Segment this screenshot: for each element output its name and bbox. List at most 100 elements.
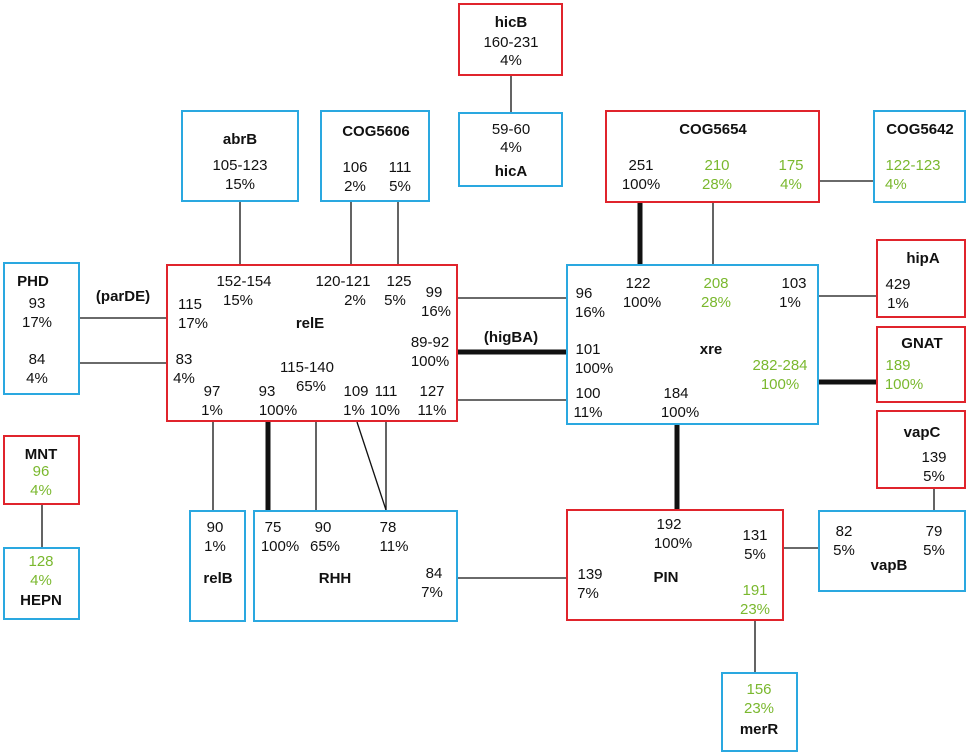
relE-111-residues: 111 — [374, 383, 398, 400]
relE-125-percent: 5% — [384, 292, 406, 309]
rhh-90-residues: 90 — [314, 519, 332, 536]
xre-208-residues: 208 — [703, 275, 729, 292]
relE-83-percent: 4% — [173, 370, 195, 387]
cog5606-a-percent: 2% — [344, 178, 366, 195]
hipA-residues: 429 — [885, 276, 911, 293]
hicB-residues: 160-231 — [483, 34, 539, 51]
relB-box: 90 1% relB — [189, 510, 246, 622]
hepn-percent: 4% — [30, 572, 52, 589]
relE-115-140-percent: 65% — [295, 378, 327, 395]
relE-120-percent: 2% — [344, 292, 366, 309]
relE-115-percent: 17% — [177, 315, 209, 332]
rhh-84-percent: 7% — [421, 584, 443, 601]
xre-122-residues: 122 — [625, 275, 651, 292]
merR-residues: 156 — [746, 681, 772, 698]
hipA-box: hipA 429 1% — [876, 239, 966, 318]
abrB-box: abrB 105-123 15% — [181, 110, 299, 202]
link-relE-rhh-diag — [356, 421, 387, 511]
relE-box: 152-154 15% 120-121 2% 125 5% 99 16% 115… — [166, 264, 458, 422]
relB-percent: 1% — [204, 538, 226, 555]
xre-96-percent: 16% — [574, 304, 606, 321]
vapB-a-percent: 5% — [833, 542, 855, 559]
merR-label: merR — [739, 721, 779, 738]
vapC-residues: 139 — [921, 449, 947, 466]
pin-139-percent: 7% — [577, 585, 599, 602]
cog5654-box: COG5654 251 100% 210 28% 175 4% — [605, 110, 820, 203]
relE-93-residues: 93 — [258, 383, 276, 400]
cog5606-b-percent: 5% — [389, 178, 411, 195]
pin-191-residues: 191 — [742, 582, 768, 599]
relE-label: relE — [295, 315, 325, 332]
relE-99-percent: 16% — [420, 303, 452, 320]
vapB-b-residues: 79 — [925, 523, 943, 540]
abrB-percent: 15% — [224, 176, 256, 193]
mnt-box: MNT 96 4% — [3, 435, 80, 505]
relE-109-percent: 1% — [343, 402, 365, 419]
pin-131-residues: 131 — [742, 527, 768, 544]
mnt-percent: 4% — [30, 482, 52, 499]
relB-label: relB — [203, 570, 233, 587]
phd-b-residues: 84 — [28, 351, 46, 368]
cog5654-b-percent: 28% — [701, 176, 733, 193]
phd-a-percent: 17% — [21, 314, 53, 331]
cog5654-c-residues: 175 — [778, 157, 804, 174]
xre-101-residues: 101 — [575, 341, 601, 358]
relE-127-percent: 11% — [417, 402, 447, 419]
xre-282-residues: 282-284 — [752, 357, 808, 374]
relE-152-percent: 15% — [222, 292, 254, 309]
xre-184-residues: 184 — [663, 385, 689, 402]
hicB-percent: 4% — [500, 52, 522, 69]
cog5606-box: COG5606 106 2% 111 5% — [320, 110, 430, 202]
relE-89-residues: 89-92 — [410, 334, 450, 351]
mnt-residues: 96 — [32, 463, 50, 480]
vapB-b-percent: 5% — [923, 542, 945, 559]
mnt-label: MNT — [24, 446, 58, 463]
pin-191-percent: 23% — [739, 601, 771, 618]
cog5642-residues: 122-123 — [885, 157, 941, 174]
relE-125-residues: 125 — [386, 273, 412, 290]
relE-127-residues: 127 — [419, 383, 445, 400]
xre-184-percent: 100% — [660, 404, 700, 421]
xre-103-percent: 1% — [779, 294, 801, 311]
pin-box: 192 100% 131 5% 139 7% PIN 191 23% — [566, 509, 784, 621]
relB-residues: 90 — [206, 519, 224, 536]
xre-208-percent: 28% — [700, 294, 732, 311]
relE-109-residues: 109 — [343, 383, 369, 400]
xre-100-residues: 100 — [575, 385, 601, 402]
pin-139-residues: 139 — [577, 566, 603, 583]
rhh-box: 75 100% 90 65% 78 11% RHH 84 7% — [253, 510, 458, 622]
merR-percent: 23% — [743, 700, 775, 717]
relE-83-residues: 83 — [175, 351, 193, 368]
relE-120-residues: 120-121 — [315, 273, 371, 290]
hicB-box: hicB 160-231 4% — [458, 3, 563, 76]
rhh-78-residues: 78 — [379, 519, 397, 536]
cog5654-a-residues: 251 — [628, 157, 654, 174]
vapC-label: vapC — [903, 424, 941, 441]
gnat-residues: 189 — [885, 357, 911, 374]
hicA-percent: 4% — [500, 139, 522, 156]
phd-box: PHD 93 17% 84 4% — [3, 262, 80, 395]
xre-101-percent: 100% — [574, 360, 614, 377]
xre-96-residues: 96 — [575, 285, 593, 302]
hipA-percent: 1% — [887, 295, 909, 312]
rhh-90-percent: 65% — [309, 538, 341, 555]
relE-97-residues: 97 — [203, 383, 221, 400]
cog5606-b-residues: 111 — [388, 159, 412, 176]
hepn-box: 128 4% HEPN — [3, 547, 80, 620]
hepn-residues: 128 — [28, 553, 54, 570]
xre-box: 96 16% 122 100% 208 28% 103 1% 101 100% … — [566, 264, 819, 425]
hicA-residues: 59-60 — [491, 121, 531, 138]
xre-label: xre — [699, 341, 723, 358]
cog5654-label: COG5654 — [679, 121, 747, 138]
phd-a-residues: 93 — [28, 295, 46, 312]
cog5642-box: COG5642 122-123 4% — [873, 110, 966, 203]
merR-box: 156 23% merR — [721, 672, 798, 752]
relE-93-percent: 100% — [258, 402, 298, 419]
cog5606-a-residues: 106 — [342, 159, 368, 176]
vapC-box: vapC 139 5% — [876, 410, 966, 489]
pin-192-percent: 100% — [653, 535, 693, 552]
relE-97-percent: 1% — [201, 402, 223, 419]
vapB-label: vapB — [870, 557, 908, 574]
rhh-75-percent: 100% — [260, 538, 300, 555]
